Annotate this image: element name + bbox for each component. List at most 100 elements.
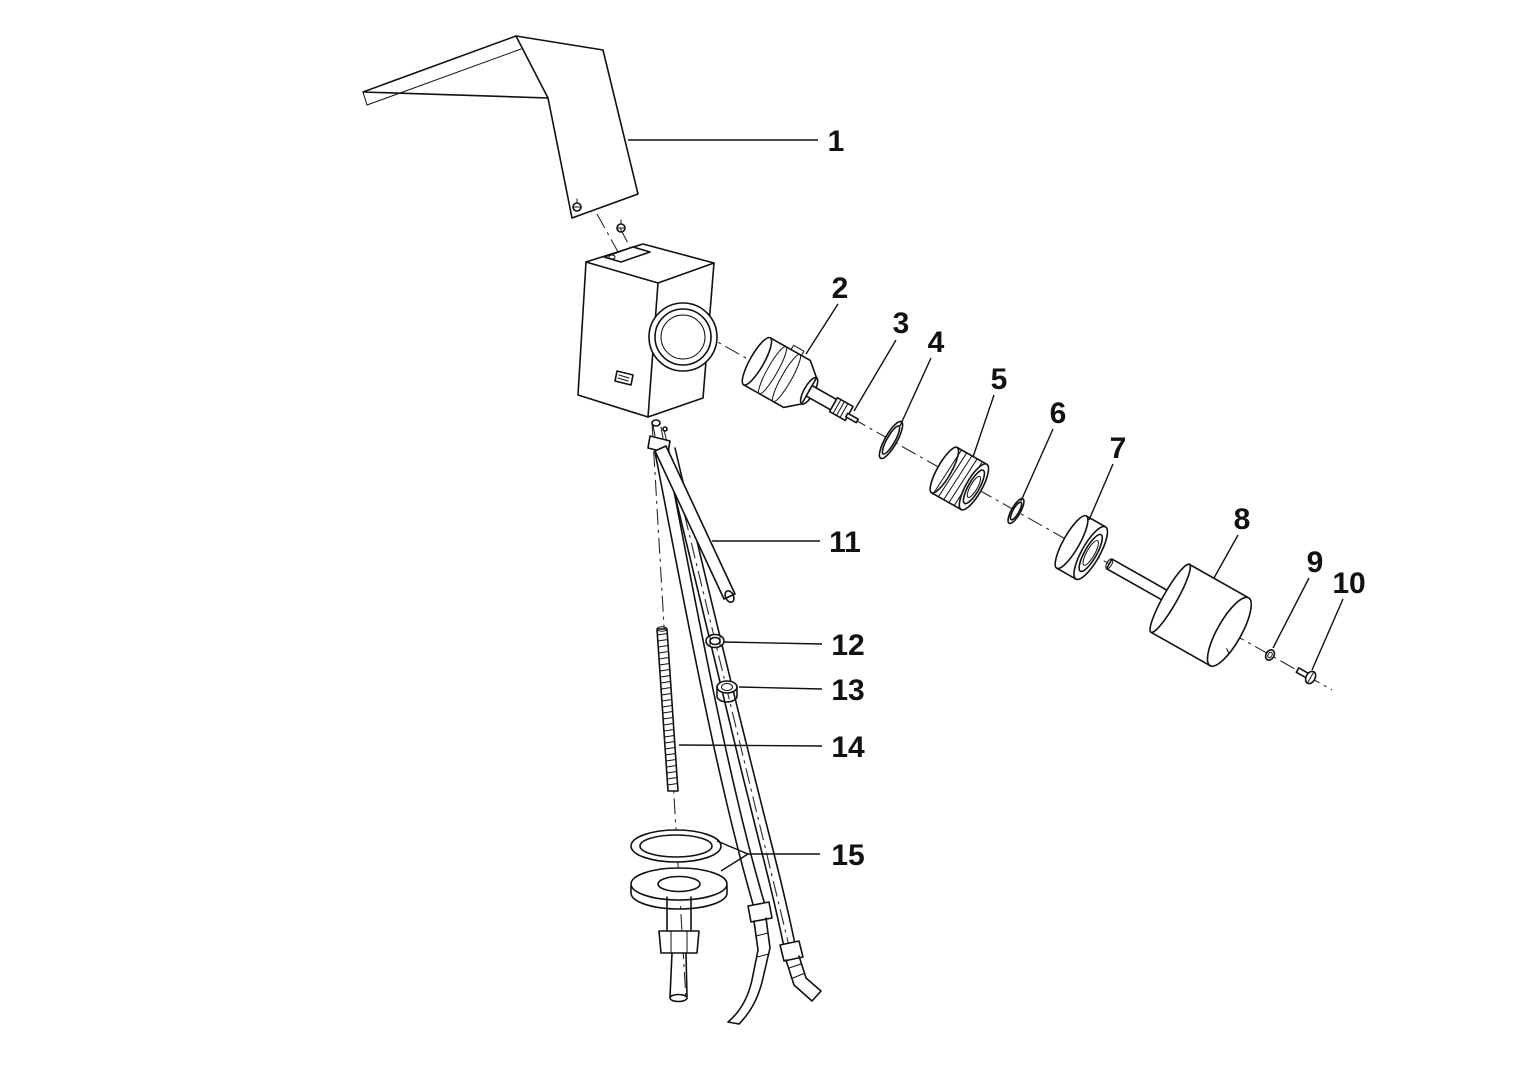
rod-thread-hatch <box>656 633 679 786</box>
rod-thread-line <box>665 759 677 762</box>
flange-shaft <box>666 896 692 932</box>
spout-screw-left <box>572 202 582 212</box>
part-label-8: 8 <box>1234 503 1251 536</box>
part-label-5: 5 <box>991 363 1008 396</box>
rod-thread-line <box>665 753 677 756</box>
rod-thread-line <box>663 735 675 738</box>
body-port-outer <box>648 302 718 372</box>
part-label-13: 13 <box>831 674 864 707</box>
rod-thread-line <box>663 729 675 732</box>
part-label-9: 9 <box>1307 546 1324 579</box>
rod-thread-line <box>661 699 673 702</box>
hose-rear-fitting <box>779 940 804 962</box>
cartridge-back-flange <box>741 336 773 386</box>
part-label-1: 1 <box>828 125 845 158</box>
rod-thread-line <box>666 771 678 774</box>
pipe-end <box>724 590 735 603</box>
part-label-4: 4 <box>928 326 945 359</box>
trim-ring-bore <box>1082 540 1099 566</box>
handle-front <box>1206 596 1253 668</box>
hose-front <box>654 451 755 909</box>
body-top-slot <box>603 246 651 263</box>
faucet-body <box>577 243 718 418</box>
flange-upper-ring-inner <box>639 834 713 858</box>
leader-line-13 <box>738 686 823 690</box>
o-ring-large-outer <box>878 420 904 460</box>
riser-pipe <box>647 419 736 603</box>
body-top-hole <box>608 254 616 260</box>
leader-line-8 <box>1213 534 1239 579</box>
leader-line-10 <box>1311 598 1344 671</box>
rod-thread-line <box>663 723 674 726</box>
rod-thread-line <box>662 717 674 720</box>
rod-thread-line <box>667 783 679 786</box>
pin-body <box>844 412 860 424</box>
adapter-front-bore <box>966 475 982 498</box>
part-label-10: 10 <box>1332 567 1365 600</box>
spout-bend-edge <box>515 35 549 99</box>
o-ring-small <box>1007 497 1025 525</box>
rod-thread-line <box>660 681 672 684</box>
handle-face-mark <box>1226 648 1230 654</box>
part-label-7: 7 <box>1110 432 1127 465</box>
rod-thread-line <box>661 705 673 708</box>
rod-thread-line <box>664 747 676 750</box>
flange-nut <box>658 930 700 954</box>
part-label-3: 3 <box>893 307 910 340</box>
hose-rear-nut-lines <box>788 963 806 979</box>
leader-line-14 <box>678 744 823 747</box>
rod-thread-line <box>665 765 677 768</box>
lock-nut-outer <box>705 633 725 649</box>
trim-ring <box>1054 514 1109 581</box>
cartridge <box>741 336 854 422</box>
hose-rear-elbow <box>785 955 822 1002</box>
cartridge-band-1 <box>758 346 788 395</box>
trim-ring-front <box>1073 525 1109 581</box>
set-screw <box>1264 649 1276 661</box>
rod-thread-line <box>661 693 672 696</box>
flange-nut-facets <box>670 930 688 954</box>
rod-thread-line <box>658 663 670 666</box>
rod-thread-line <box>666 777 678 780</box>
part-label-11: 11 <box>829 526 861 559</box>
trim-ring-front-inner <box>1078 533 1104 573</box>
lock-nut-facets <box>709 635 721 647</box>
cartridge-band-2 <box>772 353 802 403</box>
leader-line-15 <box>716 840 820 855</box>
rod-thread-line <box>660 687 672 690</box>
pipe-tube <box>654 445 736 600</box>
lock-nut <box>705 633 725 649</box>
trim-ring-back <box>1054 514 1089 570</box>
set-screw-socket <box>1267 651 1273 659</box>
o-ring-small-outer <box>1007 497 1025 525</box>
vertical-axis-line <box>651 421 687 1001</box>
leader-line-4 <box>899 357 932 427</box>
part-label-15: 15 <box>831 839 864 872</box>
hose-front-elbow <box>727 917 771 1025</box>
o-ring-large-inner <box>881 425 901 455</box>
body-silhouette <box>577 243 715 418</box>
rod-thread-line <box>664 741 676 744</box>
part-label-14: 14 <box>831 731 865 764</box>
spout <box>362 35 639 233</box>
part-label-6: 6 <box>1050 397 1067 430</box>
rod-thread-line <box>656 633 668 636</box>
cartridge-top-tab <box>790 344 805 357</box>
rod-thread-line <box>662 711 674 714</box>
adapter-back <box>929 446 960 494</box>
flange-tail-end <box>669 993 688 1003</box>
rod-thread-line <box>657 639 669 642</box>
cartridge-spindle-splines <box>832 399 849 418</box>
flange-base-rim <box>630 885 728 910</box>
o-ring-large <box>878 420 904 460</box>
part-label-2: 2 <box>832 272 849 305</box>
leader-line-9 <box>1272 577 1310 649</box>
part-label-12: 12 <box>831 629 864 662</box>
flange-tail-tube <box>669 952 688 998</box>
bushing-hole <box>721 683 733 691</box>
pipe-top-screw-2 <box>662 426 668 432</box>
handle-screw <box>1295 667 1317 685</box>
rod-thread-line <box>659 675 671 678</box>
